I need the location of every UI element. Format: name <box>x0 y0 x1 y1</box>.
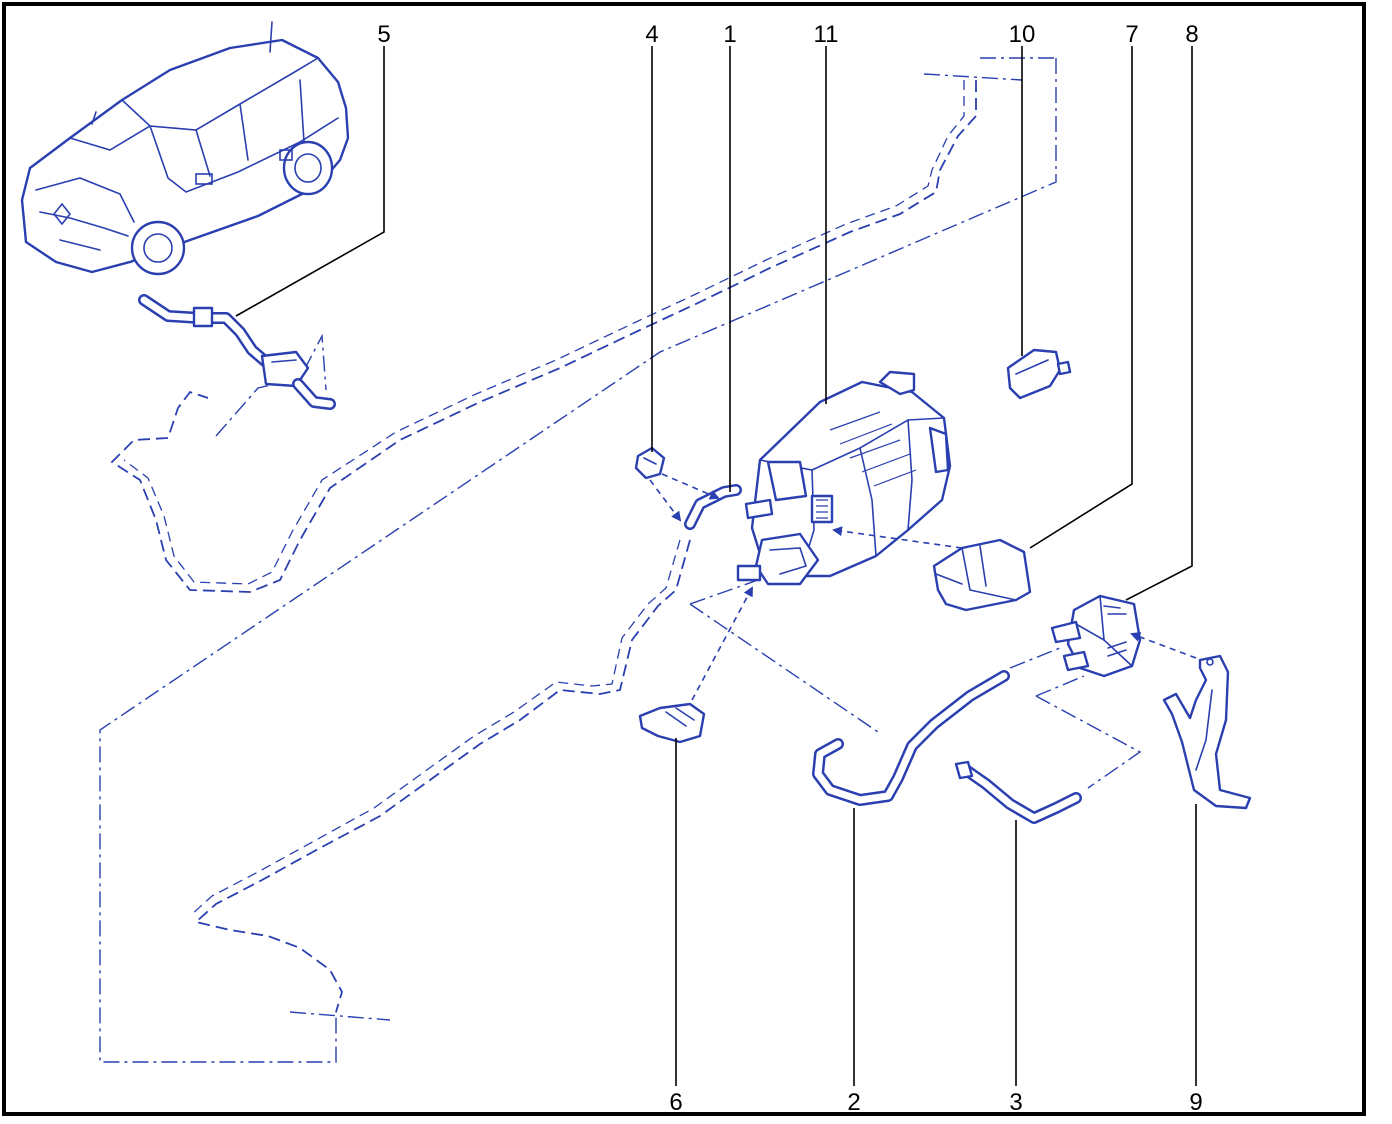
callout-2: 2 <box>847 1089 860 1116</box>
callout-6: 6 <box>669 1089 682 1116</box>
part-3-hose <box>954 760 1082 824</box>
callout-9: 9 <box>1189 1089 1202 1116</box>
callout-7: 7 <box>1125 21 1138 48</box>
part-5-purge-valve-hose <box>138 294 336 410</box>
assembly-arrows <box>649 473 1197 701</box>
callout-10: 10 <box>1009 21 1036 48</box>
part-11-carbon-canister <box>736 370 952 586</box>
part-8-solenoid-valve <box>1050 594 1142 678</box>
part-6-connector <box>638 702 706 744</box>
part-7-bracket <box>932 538 1032 612</box>
leader-lines <box>235 46 1197 1086</box>
vapour-pipes <box>110 80 977 1013</box>
callout-1: 1 <box>723 21 736 48</box>
part-9-support-bracket <box>1162 654 1252 810</box>
part-2-hose <box>812 670 1010 806</box>
callout-4: 4 <box>645 21 658 48</box>
part-10-sensor <box>1006 348 1072 400</box>
vehicle-illustration <box>20 21 350 276</box>
callout-11: 11 <box>814 21 839 48</box>
callout-3: 3 <box>1009 1089 1022 1116</box>
callout-5: 5 <box>377 21 390 48</box>
callout-8: 8 <box>1185 21 1198 48</box>
alignment-lines <box>99 57 1142 1063</box>
callout-labels: 5 4 1 11 10 7 8 6 2 3 9 <box>377 21 1202 1116</box>
